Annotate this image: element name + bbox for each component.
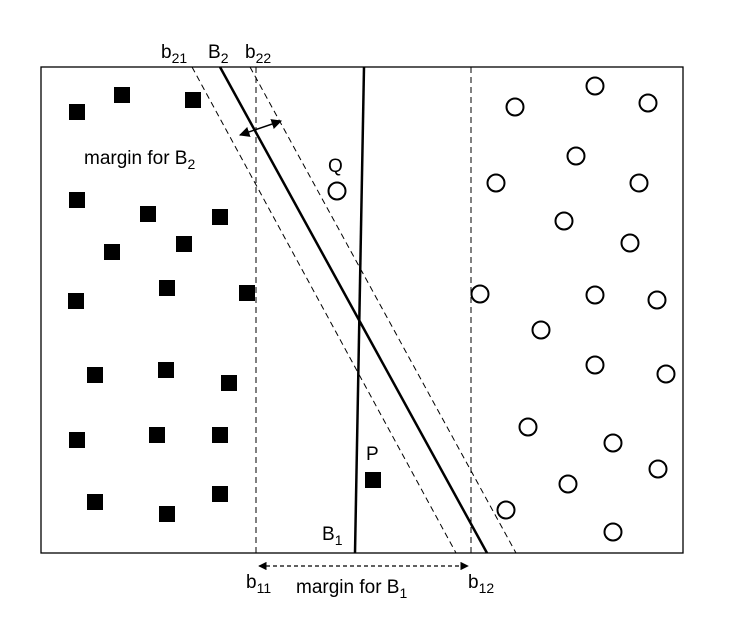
circle-point xyxy=(647,290,667,310)
circle-point xyxy=(486,173,506,193)
circle-point xyxy=(496,500,516,520)
label-B1: B1 xyxy=(322,524,343,548)
square-point xyxy=(87,367,103,383)
margin-b2-arrow xyxy=(239,119,282,137)
square-point xyxy=(114,87,130,103)
square-point xyxy=(69,432,85,448)
square-point xyxy=(140,206,156,222)
circle-point xyxy=(629,173,649,193)
square-point xyxy=(221,375,237,391)
label-margin-b1: margin for B1 xyxy=(296,577,407,601)
class-circle-points xyxy=(327,76,676,542)
square-point xyxy=(87,494,103,510)
square-point xyxy=(68,293,84,309)
circle-point xyxy=(470,284,490,304)
circle-point xyxy=(603,522,623,542)
square-point xyxy=(185,92,201,108)
square-point xyxy=(159,280,175,296)
circle-point xyxy=(566,146,586,166)
square-point xyxy=(239,285,255,301)
label-b11: b11 xyxy=(246,572,271,596)
square-point xyxy=(159,506,175,522)
square-point-p xyxy=(365,472,381,488)
circle-point xyxy=(656,364,676,384)
circle-point-q xyxy=(327,181,347,201)
label-b12: b12 xyxy=(468,572,494,596)
circle-point xyxy=(648,459,668,479)
square-point xyxy=(69,192,85,208)
square-point xyxy=(158,362,174,378)
square-point xyxy=(212,486,228,502)
circle-point xyxy=(505,97,525,117)
circle-point xyxy=(558,474,578,494)
label-b22: b22 xyxy=(245,42,271,66)
label-b21: b21 xyxy=(161,42,187,66)
square-point xyxy=(149,427,165,443)
circle-point xyxy=(603,433,623,453)
b21-margin-line xyxy=(191,66,457,554)
square-point xyxy=(212,209,228,225)
square-point xyxy=(212,427,228,443)
circle-point xyxy=(638,93,658,113)
label-q: Q xyxy=(328,156,343,177)
circle-point xyxy=(620,233,640,253)
circle-point xyxy=(518,417,538,437)
circle-point xyxy=(585,285,605,305)
label-B2: B2 xyxy=(208,42,229,66)
b22-margin-line xyxy=(249,66,517,554)
label-margin-b2: margin for B2 xyxy=(84,148,195,172)
circle-point xyxy=(531,320,551,340)
class-square-points xyxy=(68,87,381,522)
square-point xyxy=(176,236,192,252)
square-point xyxy=(69,104,85,120)
plot-frame xyxy=(40,66,684,554)
label-p: P xyxy=(366,444,379,465)
square-point xyxy=(104,244,120,260)
circle-point xyxy=(585,76,605,96)
boundary-b2 xyxy=(218,66,489,554)
circle-point xyxy=(554,211,574,231)
circle-point xyxy=(585,355,605,375)
boundary-b1 xyxy=(353,66,366,554)
